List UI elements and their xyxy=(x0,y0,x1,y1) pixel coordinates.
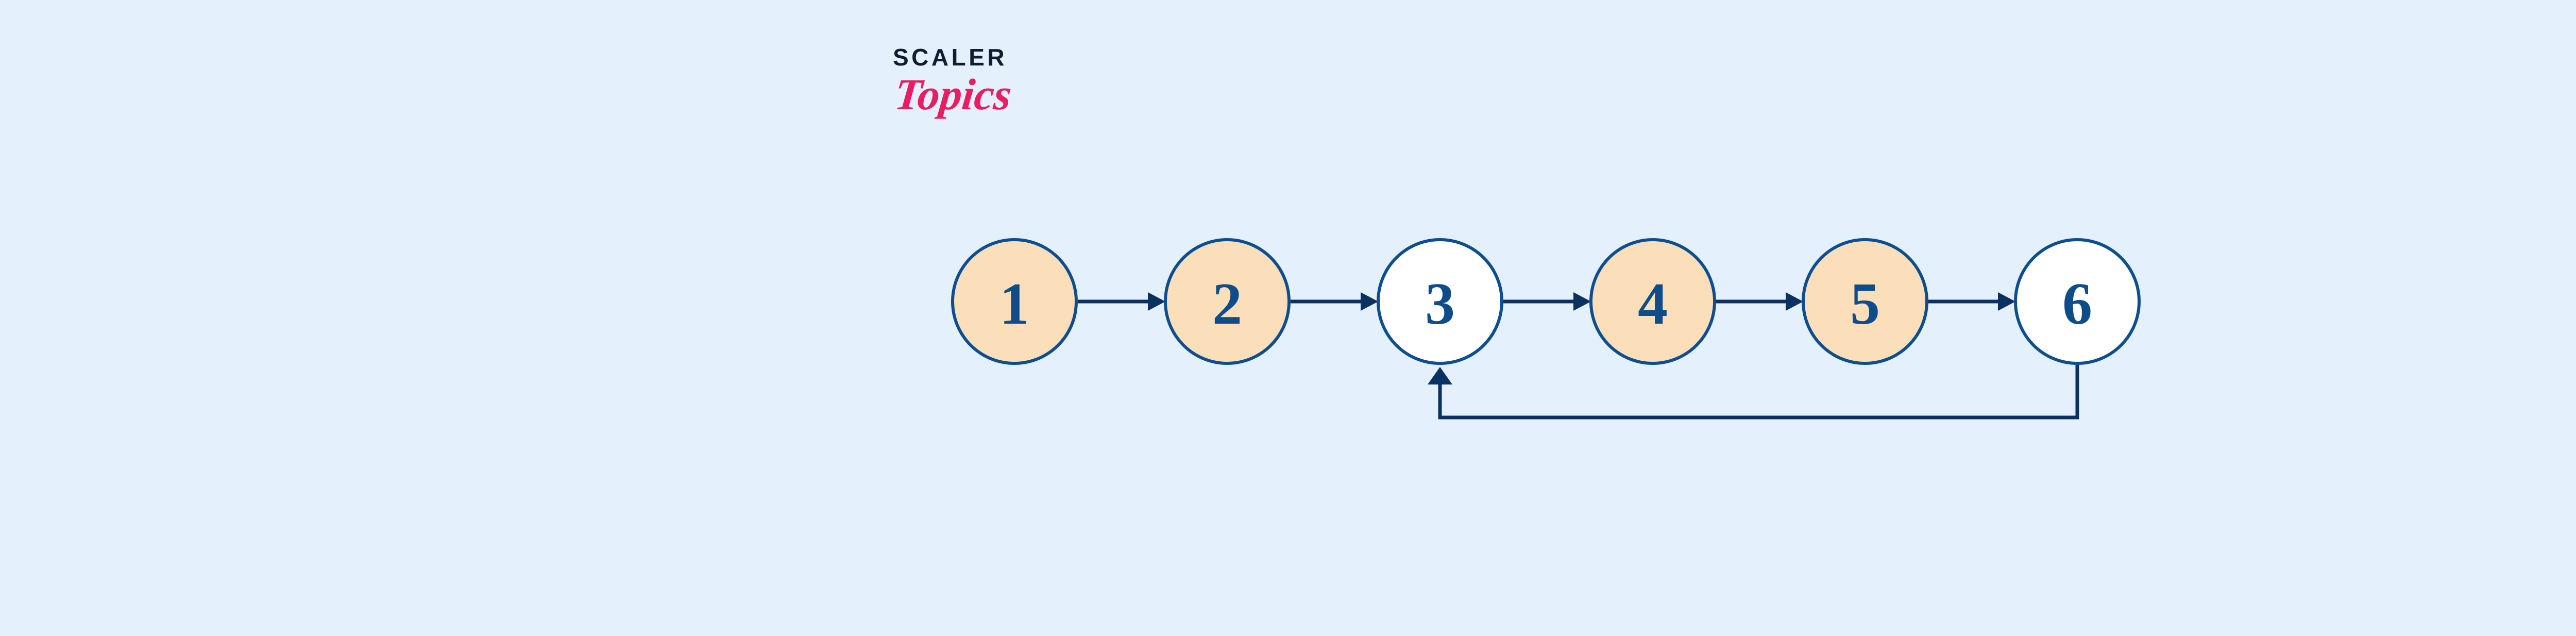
edge-1-to-2 xyxy=(1078,292,1165,311)
node-3-label: 3 xyxy=(1425,271,1455,337)
node-5-label: 5 xyxy=(1850,271,1880,337)
node-3-circle[interactable] xyxy=(1377,238,1503,365)
edge-6-to-3-back-edge xyxy=(1428,364,2079,420)
scaler-topics-logo: SCALER Topics xyxy=(892,44,1063,136)
node-1-label: 1 xyxy=(999,271,1029,337)
edge-5-to-6 xyxy=(1928,292,2015,311)
node-6[interactable]: 6 xyxy=(2014,238,2141,365)
node-5[interactable]: 5 xyxy=(1802,238,1928,365)
edge-4-to-5 xyxy=(1716,292,1803,311)
logo-wordmark-scaler: SCALER xyxy=(893,44,1008,71)
node-2[interactable]: 2 xyxy=(1164,238,1291,365)
edge-3-to-4 xyxy=(1503,292,1591,311)
edge-2-to-3 xyxy=(1291,292,1378,311)
node-1[interactable]: 1 xyxy=(951,238,1078,365)
node-6-circle[interactable] xyxy=(2014,238,2141,365)
node-6-label: 6 xyxy=(2062,271,2092,337)
node-5-circle[interactable] xyxy=(1802,238,1928,365)
node-4-label: 4 xyxy=(1638,271,1668,337)
node-4[interactable]: 4 xyxy=(1589,238,1716,365)
node-4-circle[interactable] xyxy=(1589,238,1716,365)
node-3[interactable]: 3 xyxy=(1377,238,1503,365)
node-2-circle[interactable] xyxy=(1164,238,1291,365)
node-2-label: 2 xyxy=(1212,271,1242,337)
node-1-circle[interactable] xyxy=(951,238,1078,365)
